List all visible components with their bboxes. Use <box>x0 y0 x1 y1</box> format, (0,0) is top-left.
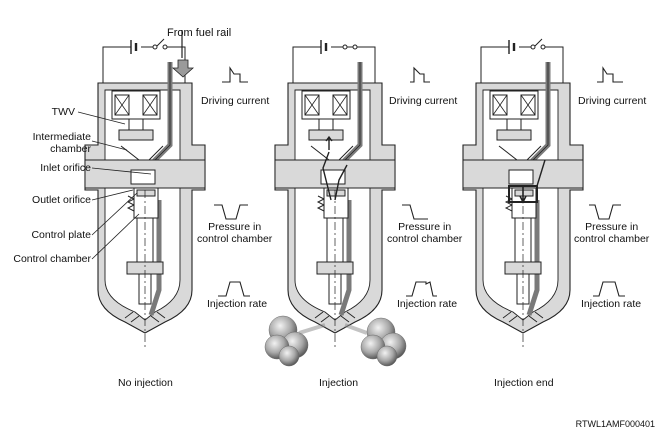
stage1-injection-rate-label: Injection rate <box>207 298 268 310</box>
label-leader <box>91 192 138 236</box>
control-plate <box>514 189 534 197</box>
inlet-orifice-label: Inlet orifice <box>40 162 91 174</box>
stage2-driving-current-label: Driving current <box>389 95 458 107</box>
flow-arrow <box>536 159 546 187</box>
circuit-wire <box>480 46 564 83</box>
nozzle-passage <box>526 200 540 316</box>
fuel-spray <box>278 345 300 367</box>
switch-contact <box>152 44 158 50</box>
waveform-current <box>410 66 430 83</box>
fuel-rail-label: From fuel rail <box>167 27 232 39</box>
switch-contact <box>530 44 536 50</box>
nozzle-passage <box>338 200 352 316</box>
flow-arrow <box>519 186 527 204</box>
spring <box>126 195 136 212</box>
nozzle-hatch <box>502 311 544 323</box>
stage3-injection-rate-label: Injection rate <box>581 298 642 310</box>
armature <box>318 118 334 131</box>
switch-contact <box>342 44 348 50</box>
flow-arrow <box>325 135 333 150</box>
label-leader <box>77 111 126 125</box>
armature <box>506 118 522 131</box>
valve-seat <box>118 129 154 141</box>
label-leader <box>91 189 134 201</box>
figure-code: RTWL1AMF000401 <box>575 419 655 429</box>
intermediate-chamber-label: Intermediate chamber <box>32 131 91 155</box>
twv-label: TWV <box>51 106 75 118</box>
waveform-pressure <box>589 204 621 220</box>
circuit-wire <box>102 46 186 83</box>
flow-arrow <box>334 164 348 201</box>
switch-contact <box>162 44 168 50</box>
waveform-injection <box>593 281 625 297</box>
fuel-spray <box>376 345 398 367</box>
stage3-pressure-label: Pressure in control chamber <box>574 221 650 245</box>
fuel-inlet-arrow <box>171 59 195 78</box>
waveform-current <box>222 66 248 83</box>
nozzle-hatch <box>124 311 166 323</box>
caption-no-injection: No injection <box>118 377 173 389</box>
label-leader <box>91 140 128 151</box>
label-leader <box>91 167 152 175</box>
coil-winding-x <box>304 94 320 116</box>
waveform-injection <box>218 281 250 297</box>
coil-winding-x <box>114 94 130 116</box>
outlet-orifice-label: Outlet orifice <box>32 194 91 206</box>
flow-arrow <box>322 151 332 201</box>
control-plate-label: Control plate <box>31 229 91 241</box>
waveform-pressure <box>214 204 248 220</box>
nozzle-passage <box>148 200 162 316</box>
valve-seat <box>308 129 344 141</box>
armature <box>128 118 144 131</box>
caption-injection: Injection <box>319 377 359 389</box>
waveform-pressure <box>402 204 428 220</box>
waveform-injection <box>406 281 437 297</box>
caption-injection-end: Injection end <box>494 377 554 389</box>
control-plate <box>136 189 156 197</box>
spring <box>504 195 514 212</box>
switch-lever <box>534 38 543 47</box>
coil-winding-x <box>492 94 508 116</box>
stage1-driving-current-label: Driving current <box>201 95 270 107</box>
stage2-pressure-label: Pressure in control chamber <box>387 221 463 245</box>
waveform-current <box>597 66 623 83</box>
stage3-driving-current-label: Driving current <box>578 95 647 107</box>
circuit-wire <box>292 46 376 83</box>
control-plate-seat <box>508 169 534 185</box>
spray-cone <box>298 323 368 335</box>
label-leader <box>91 213 140 260</box>
stage1-pressure-label: Pressure in control chamber <box>197 221 273 245</box>
coil-winding-x <box>332 94 348 116</box>
coil-winding-x <box>520 94 536 116</box>
control-chamber-label: Control chamber <box>13 253 91 265</box>
nozzle-hatch <box>314 311 356 323</box>
switch-lever <box>156 38 165 47</box>
switch-contact <box>540 44 546 50</box>
spring <box>316 195 326 212</box>
valve-seat <box>496 129 532 141</box>
coil-winding-x <box>142 94 158 116</box>
stage2-injection-rate-label: Injection rate <box>397 298 458 310</box>
switch-contact <box>352 44 358 50</box>
